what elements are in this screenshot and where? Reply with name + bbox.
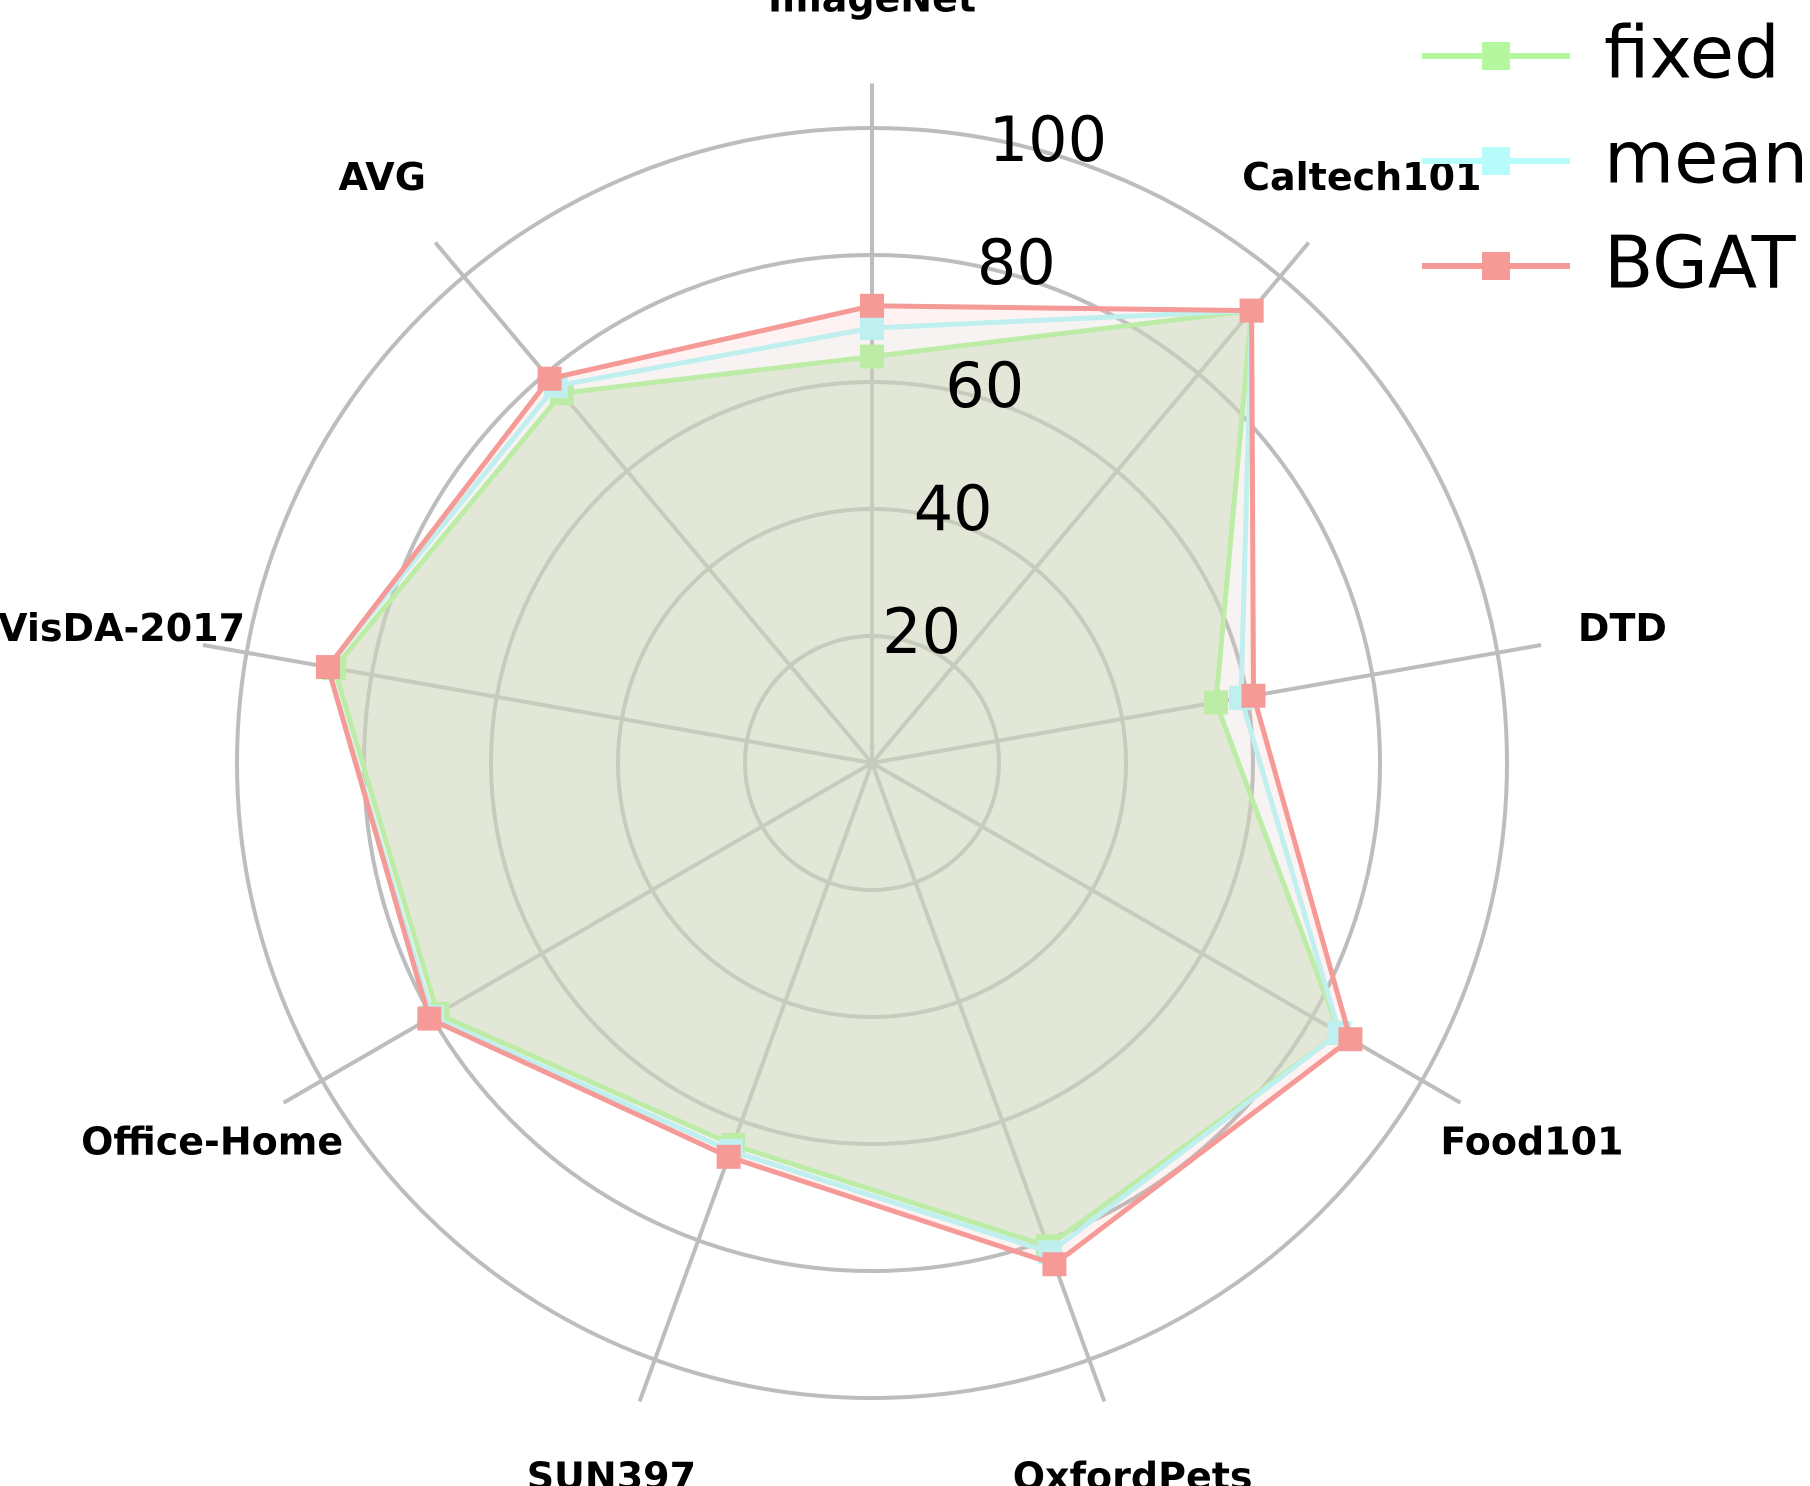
series-fill-bgat [327, 305, 1351, 1265]
legend-label: fixed [1604, 11, 1780, 95]
legend-item-bgat: BGAT [1422, 221, 1797, 305]
axis-spoke-sun397 [637, 762, 874, 1403]
tick-label-80: 80 [977, 226, 1056, 299]
marker-mean-imagenet [860, 316, 884, 341]
marker-bgat-caltech101 [1239, 298, 1264, 323]
marker-bgat-food101 [1338, 1027, 1363, 1052]
marker-bgat-visda-2017 [315, 655, 340, 680]
legend-swatch-marker [1482, 252, 1510, 280]
axis-label-visda-2017: VisDA-2017 [0, 606, 245, 650]
tick-label-20: 20 [882, 595, 961, 668]
legend-label: BGAT [1604, 221, 1797, 305]
axis-label-office-home: Office-Home [81, 1120, 343, 1164]
marker-bgat-dtd [1241, 683, 1266, 708]
series-line-bgat [325, 303, 1353, 1267]
marker-fixed-dtd [1203, 690, 1228, 715]
marker-bgat-oxfordpets [1042, 1252, 1067, 1277]
axis-labels: ImageNetCaltech101DTDFood101OxfordPetsSU… [0, 0, 1667, 1486]
marker-bgat-avg [537, 366, 562, 391]
legend-item-fixed: fixed [1422, 11, 1780, 95]
legend-label: mean [1604, 116, 1808, 200]
series-bgat [315, 293, 1363, 1277]
tick-label-60: 60 [945, 349, 1024, 422]
tick-label-40: 40 [914, 472, 993, 545]
series-fill-mean [327, 310, 1340, 1253]
axis-spoke-oxfordpets [870, 762, 1107, 1403]
radial-tick-labels: 20 40 60 80 100 [882, 103, 1107, 668]
legend-swatch-marker [1482, 147, 1510, 175]
axis-label-food101: Food101 [1440, 1120, 1623, 1164]
axis-spoke-visda-2017 [202, 643, 873, 765]
legend-swatch-marker [1482, 42, 1510, 70]
axis-label-dtd: DTD [1578, 606, 1667, 650]
marker-fixed-imagenet [860, 344, 884, 369]
marker-bgat-sun397 [716, 1144, 741, 1169]
series-line-mean [325, 308, 1342, 1255]
series-fill-fixed [334, 310, 1340, 1247]
marker-bgat-imagenet [860, 293, 884, 318]
axis-spoke-avg [433, 241, 874, 765]
legend-item-mean: mean [1422, 116, 1808, 200]
series-line-fixed [331, 308, 1342, 1249]
marker-bgat-office-home [417, 1006, 442, 1031]
axis-label-imagenet: ImageNet [768, 0, 976, 21]
radar-series [315, 293, 1363, 1277]
axis-label-avg: AVG [338, 155, 425, 199]
axis-spoke-office-home [282, 761, 873, 1105]
radar-grid [202, 83, 1542, 1403]
axis-spoke-caltech101 [870, 241, 1311, 765]
axis-label-sun397: SUN397 [527, 1455, 696, 1486]
axis-label-oxfordpets: OxfordPets [1013, 1455, 1253, 1486]
tick-label-100: 100 [989, 103, 1107, 176]
